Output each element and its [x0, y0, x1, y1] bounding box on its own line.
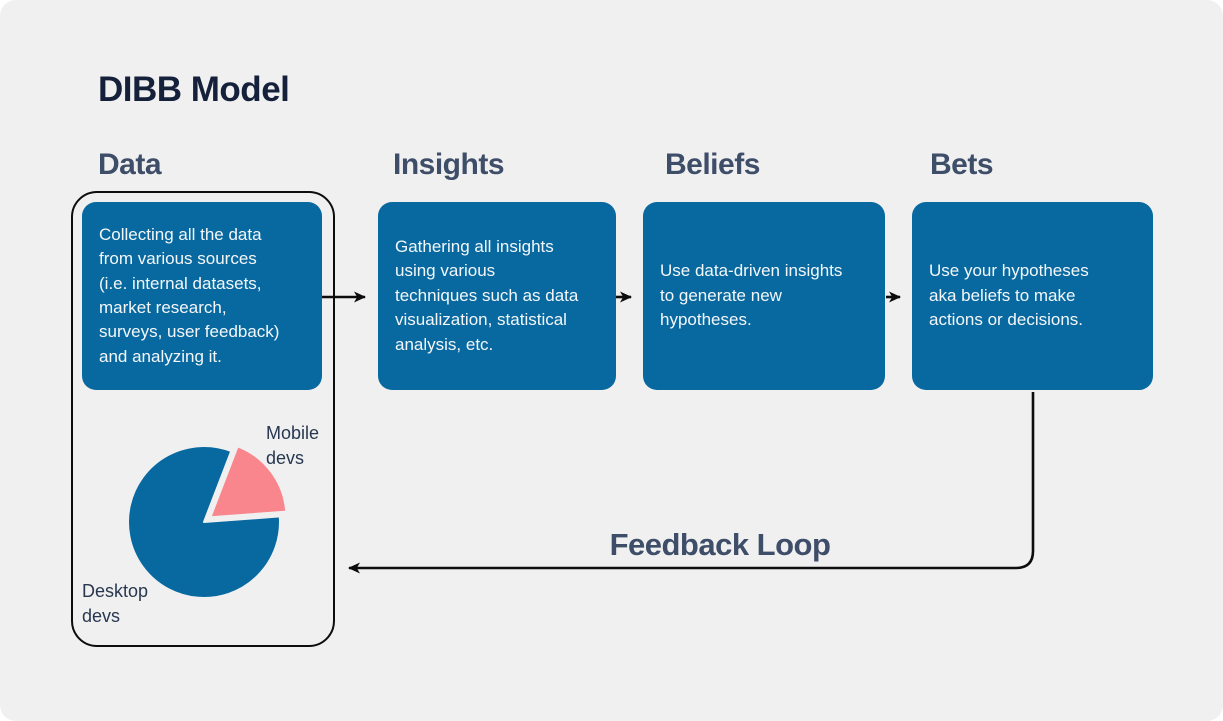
insights-description-card: Gathering all insights using various tec… [378, 202, 616, 390]
data-description-text: Collecting all the data from various sou… [99, 224, 280, 366]
pie-label-mobile-devs: Mobile devs [266, 423, 320, 468]
beliefs-description-card: Use data-driven insights to generate new… [643, 202, 885, 390]
pie-slice-mobile-devs [209, 445, 288, 519]
pie-label-desktop-devs: Desktop devs [82, 581, 149, 626]
pie-slice-desktop-devs [127, 445, 281, 599]
data-group-outline [71, 191, 335, 647]
beliefs-description-text: Use data-driven insights to generate new… [660, 261, 843, 330]
bets-description-card: Use your hypotheses aka beliefs to make … [912, 202, 1153, 390]
bets-description-text: Use your hypotheses aka beliefs to make … [929, 261, 1089, 330]
bets-column-heading: Bets [930, 148, 994, 181]
pie-chart [127, 445, 288, 599]
insights-description-text: Gathering all insights using various tec… [395, 236, 579, 354]
data-column-heading: Data [98, 148, 162, 181]
data-description-card: Collecting all the data from various sou… [82, 202, 322, 390]
page-title: DIBB Model [98, 70, 290, 109]
feedback-loop-label: Feedback Loop [609, 527, 831, 562]
insights-column-heading: Insights [393, 148, 505, 181]
beliefs-column-heading: Beliefs [665, 148, 760, 181]
